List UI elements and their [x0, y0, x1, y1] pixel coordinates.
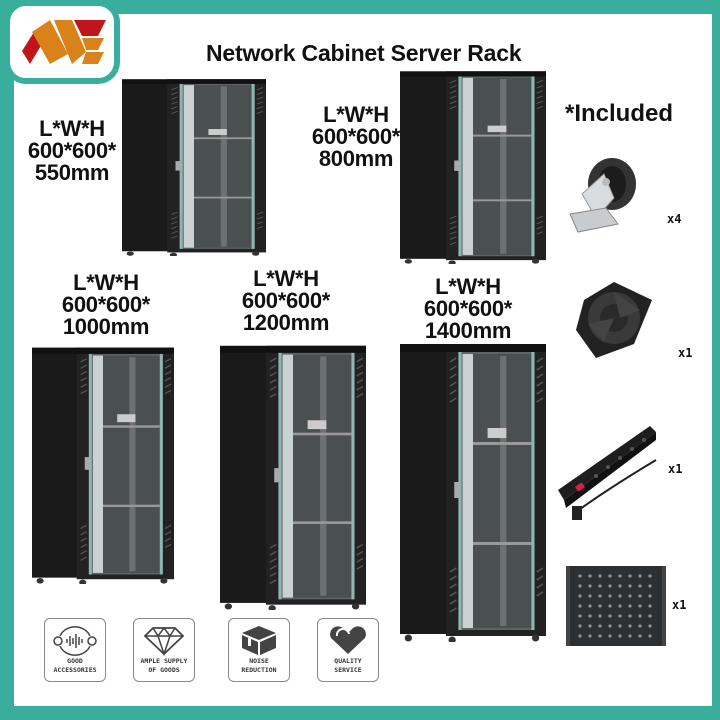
box-icon: [242, 626, 276, 655]
dim-size: 600*600*: [27, 138, 117, 163]
dim-size: 600*600*: [423, 296, 513, 321]
badge-line2: ACCESSORIES: [53, 666, 97, 674]
cabinet-1200mm-image: [220, 344, 366, 610]
power-strip-qty: x1: [668, 462, 683, 476]
cabinet-5-dimensions: L*W*H 600*600* 1400mm: [418, 276, 518, 342]
cabinet-1400mm-image: [400, 343, 546, 642]
shelf-qty: x1: [672, 598, 687, 612]
power-strip-icon: [558, 426, 657, 520]
dim-size: 600*600*: [61, 292, 151, 317]
me-logo-icon: [22, 20, 106, 64]
dim-height: 1400mm: [424, 318, 512, 343]
badge-line2: SERVICE: [334, 666, 362, 674]
badge-good-accessories: GOOD ACCESSORIES: [44, 618, 106, 682]
cabinet-800mm-image: [400, 70, 546, 264]
badge-line1: GOOD: [67, 657, 83, 665]
cabinet-2-dimensions: L*W*H 600*600* 800mm: [306, 104, 406, 170]
badge-quality-service: QUALITY SERVICE: [317, 618, 379, 682]
fan-qty: x1: [678, 346, 693, 360]
dim-height: 1000mm: [62, 314, 150, 339]
dim-label: L*W*H: [323, 102, 389, 127]
dim-label: L*W*H: [39, 116, 105, 141]
caster-qty: x4: [667, 212, 682, 226]
cabinet-1000mm-image: [32, 346, 174, 584]
cooling-fan-icon: [576, 282, 652, 358]
cabinet-550mm-image: [122, 78, 266, 256]
sound-wave-icon: [53, 626, 97, 656]
dim-height: 800mm: [318, 146, 394, 171]
badge-line1: NOISE: [249, 657, 269, 665]
badge-line1: QUALITY: [334, 657, 362, 665]
brand-logo: [8, 4, 116, 80]
dim-size: 600*600*: [311, 124, 401, 149]
badge-line2: OF GOODS: [148, 666, 180, 674]
included-heading: *Included: [565, 100, 674, 127]
heart-icon: [330, 626, 366, 654]
page-title: Network Cabinet Server Rack: [206, 40, 522, 66]
dim-size: 600*600*: [241, 288, 331, 313]
caster-wheel-icon: [569, 158, 636, 233]
dim-label: L*W*H: [435, 274, 501, 299]
dim-label: L*W*H: [73, 270, 139, 295]
dim-height: 550mm: [34, 160, 110, 185]
dim-height: 1200mm: [242, 310, 330, 335]
cabinet-4-dimensions: L*W*H 600*600* 1200mm: [236, 268, 336, 334]
diamond-icon: [143, 626, 185, 656]
badge-ample-supply: AMPLE SUPPLY OF GOODS: [133, 618, 195, 682]
cabinet-1-dimensions: L*W*H 600*600* 550mm: [22, 118, 122, 184]
badge-line2: REDUCTION: [241, 666, 277, 674]
cabinet-3-dimensions: L*W*H 600*600* 1000mm: [56, 272, 156, 338]
badge-noise-reduction: NOISE REDUCTION: [228, 618, 290, 682]
badge-line1: AMPLE SUPPLY: [140, 657, 188, 665]
shelf-tray-icon: [566, 566, 666, 646]
dim-label: L*W*H: [253, 266, 319, 291]
